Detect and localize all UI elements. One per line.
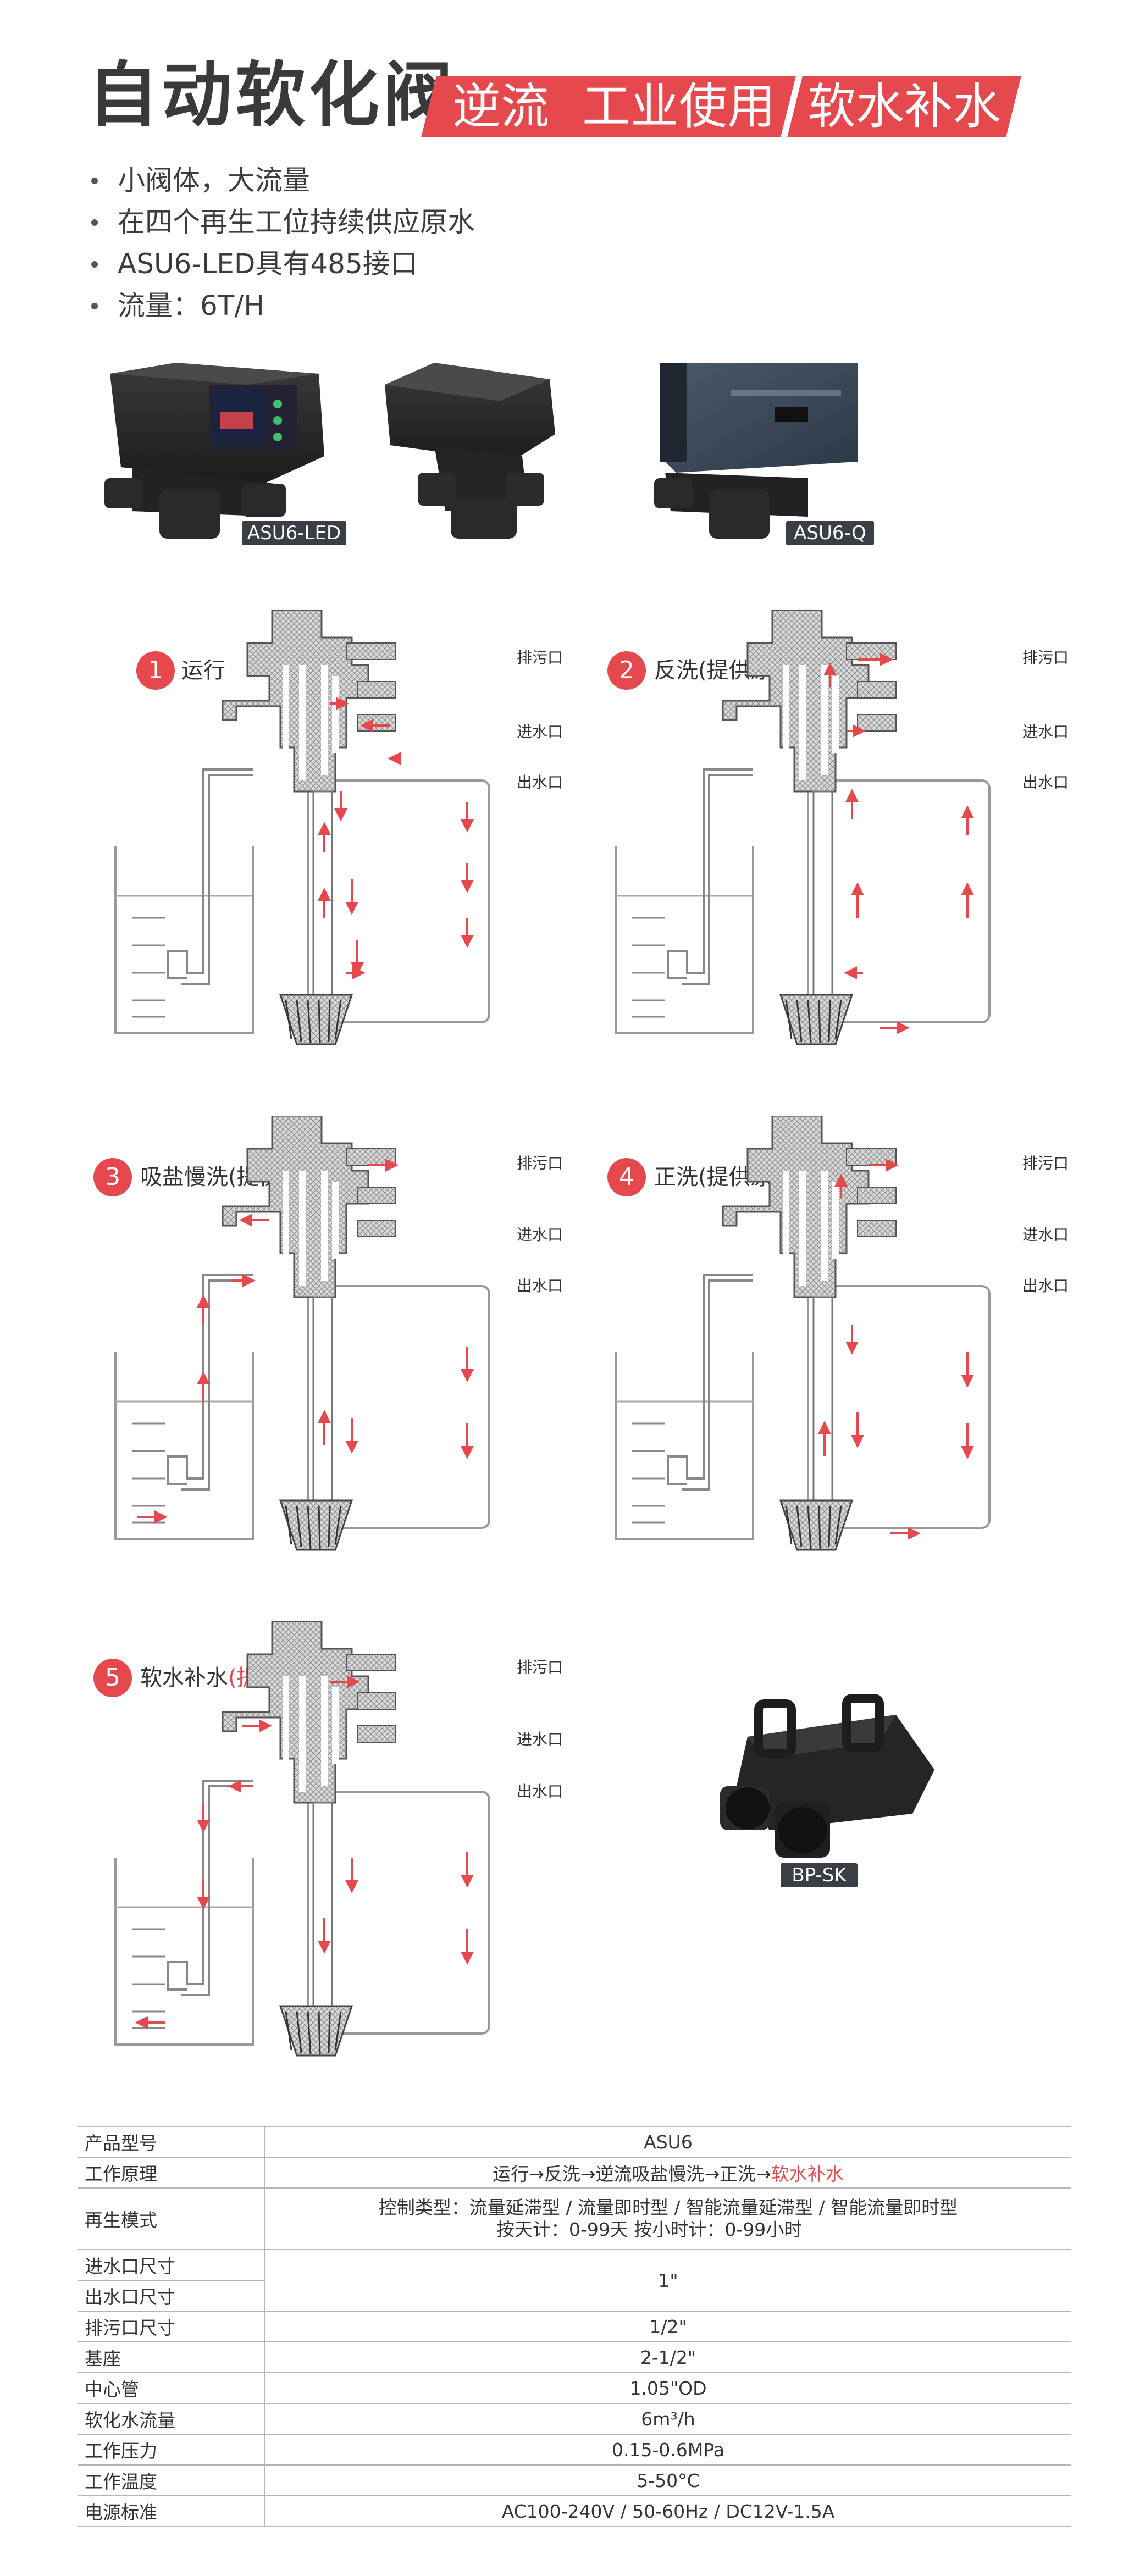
spec-key: 软化水流量 [78, 2403, 265, 2435]
stage-number: 4 [607, 1158, 646, 1196]
bp-sk-bypass-image [720, 1694, 934, 1858]
table-row: 基座 2-1/2" [78, 2341, 1071, 2373]
feature-item: 流量：6T/H [88, 285, 475, 326]
port-label-drain: 排污口 [517, 649, 563, 667]
table-row: 工作原理 运行→反洗→逆流吸盐慢洗→正洗→软水补水 [78, 2157, 1071, 2189]
feature-item: 小阀体，大流量 [88, 159, 475, 201]
spec-key: 基座 [78, 2341, 265, 2373]
table-row: 进水口尺寸 1" [78, 2249, 1071, 2312]
port-label-outlet: 出水口 [1022, 1277, 1069, 1295]
diagram-backwash [605, 610, 1033, 1083]
port-label-outlet: 出水口 [1022, 773, 1069, 791]
spec-value: 6m³/h [265, 2403, 1071, 2435]
port-label-drain: 排污口 [1022, 649, 1069, 667]
spec-value: 0.15-0.6MPa [265, 2434, 1071, 2466]
port-label-inlet: 进水口 [1022, 723, 1069, 741]
table-row: 中心管 1.05"OD [78, 2372, 1071, 2404]
product-label-bp-sk: BP-SK [781, 1863, 858, 1887]
spec-key: 进水口尺寸 [78, 2249, 265, 2281]
stage-number: 1 [136, 651, 175, 690]
feature-list: 小阀体，大流量 在四个再生工位持续供应原水 ASU6-LED具有485接口 流量… [88, 159, 475, 326]
spec-value: ASU6 [265, 2126, 1071, 2158]
table-row: 再生模式 控制类型：流量延滞型 / 流量即时型 / 智能流量延滞型 / 智能流量… [78, 2187, 1071, 2250]
asu6-led-valve-image [104, 363, 324, 539]
stage-label-run: 运行 [181, 658, 225, 683]
page-title: 自动软化阀 [88, 54, 457, 136]
port-label-inlet: 进水口 [517, 1226, 563, 1244]
spec-value: 控制类型：流量延滞型 / 流量即时型 / 智能流量延滞型 / 智能流量即时型 按… [265, 2187, 1071, 2250]
spec-key: 中心管 [78, 2372, 265, 2404]
product-photos [104, 363, 858, 539]
spec-value: 运行→反洗→逆流吸盐慢洗→正洗→软水补水 [265, 2157, 1071, 2189]
port-label-inlet: 进水口 [1022, 1226, 1069, 1244]
spec-key: 工作压力 [78, 2434, 265, 2466]
spec-value: 2-1/2" [265, 2341, 1071, 2373]
table-row: 软化水流量 6m³/h [78, 2403, 1071, 2435]
asu6-q-valve-image [654, 363, 858, 539]
port-label-outlet: 出水口 [517, 1782, 563, 1801]
diagram-run [104, 610, 533, 1083]
product-label-asu6-q: ASU6-Q [786, 521, 874, 545]
spec-value: 1.05"OD [265, 2372, 1071, 2404]
port-label-drain: 排污口 [517, 1658, 563, 1676]
product-label-asu6-led: ASU6-LED [242, 521, 346, 545]
spec-key: 再生模式 [78, 2187, 265, 2250]
stage-number: 5 [93, 1659, 132, 1697]
spec-key: 产品型号 [78, 2126, 265, 2158]
diagram-soft-refill [104, 1621, 533, 2094]
spec-key: 电源标准 [78, 2495, 265, 2527]
stage-number: 2 [607, 651, 646, 690]
spec-value: 1" [265, 2249, 1071, 2312]
port-label-outlet: 出水口 [517, 1277, 563, 1295]
tag-industrial: 工业使用 [562, 76, 796, 137]
port-label-inlet: 进水口 [517, 1730, 563, 1748]
diagram-brine-slow-rinse [104, 1116, 533, 1588]
table-row: 排污口尺寸 1/2" [78, 2311, 1071, 2342]
spec-key: 工作原理 [78, 2157, 265, 2189]
tag-counterflow: 逆流 [421, 76, 580, 137]
table-row: 产品型号 ASU6 [78, 2126, 1071, 2158]
tag-soft-water-refill: 软水补水 [787, 76, 1021, 137]
spec-value: AC100-240V / 50-60Hz / DC12V-1.5A [265, 2495, 1071, 2527]
stage-number: 3 [93, 1158, 132, 1196]
spec-key: 排污口尺寸 [78, 2311, 265, 2342]
port-label-inlet: 进水口 [517, 723, 563, 741]
spec-value: 5-50°C [265, 2464, 1071, 2496]
spec-key: 工作温度 [78, 2464, 265, 2496]
table-row: 电源标准 AC100-240V / 50-60Hz / DC12V-1.5A [78, 2495, 1071, 2527]
port-label-outlet: 出水口 [517, 773, 563, 791]
spec-key: 出水口尺寸 [78, 2280, 265, 2312]
table-row: 工作压力 0.15-0.6MPa [78, 2434, 1071, 2466]
asu6-valve-image [385, 363, 555, 539]
spec-value: 1/2" [265, 2311, 1071, 2342]
diagram-fast-rinse [605, 1116, 1033, 1588]
feature-item: ASU6-LED具有485接口 [88, 243, 475, 285]
table-row: 工作温度 5-50°C [78, 2464, 1071, 2496]
port-label-drain: 排污口 [1022, 1154, 1069, 1172]
spec-table: 产品型号 ASU6 工作原理 运行→反洗→逆流吸盐慢洗→正洗→软水补水 再生模式… [78, 2126, 1071, 2527]
table-row: 出水口尺寸 [78, 2280, 1071, 2312]
feature-item: 在四个再生工位持续供应原水 [88, 201, 475, 243]
port-label-drain: 排污口 [517, 1154, 563, 1172]
